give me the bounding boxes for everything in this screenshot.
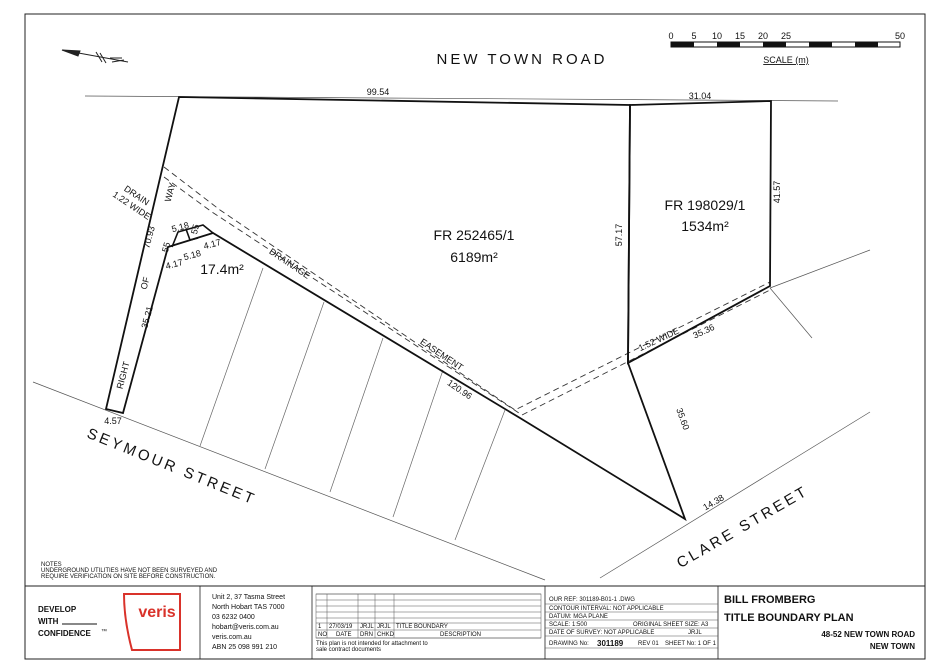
- dim-east-lot-west: 57.17: [614, 224, 624, 247]
- scale-tick-label: 50: [895, 31, 905, 41]
- info-our-ref: OUR REF: 301189-B01-1 .DWG: [549, 597, 635, 603]
- parcel-east-boundary: [627, 100, 772, 365]
- revision-table: [315, 593, 542, 639]
- road-name-west: SEYMOUR STREET: [85, 425, 259, 509]
- dim-easement-seg: 35.36: [691, 322, 716, 341]
- title-address: NEW TOWN: [870, 642, 915, 651]
- scale-bar: 0 5 10 15 20 25 50 SCALE (m): [668, 31, 905, 65]
- dim-small-b: 5.18: [182, 248, 202, 262]
- company-abn: ABN 25 098 991 210: [212, 644, 277, 651]
- scale-tick-label: 15: [735, 31, 745, 41]
- label-easement: EASEMENT: [418, 337, 465, 373]
- drainage-easement: [163, 166, 771, 416]
- scale-tick-label: 0: [668, 31, 673, 41]
- company-phone: 03 6232 0400: [212, 614, 255, 621]
- title-client: BILL FROMBERG: [724, 594, 815, 606]
- small-lot-boundary: [171, 224, 214, 248]
- revision-header-drn: DRN: [360, 632, 373, 638]
- slogan-line: DEVELOP: [38, 605, 77, 614]
- scale-tick-label: 10: [712, 31, 722, 41]
- info-survey-date: DATE OF SURVEY: NOT APPLICABLE: [549, 630, 654, 636]
- company-email[interactable]: hobart@veris.com.au: [212, 624, 279, 631]
- info-contour: CONTOUR INTERVAL: NOT APPLICABLE: [549, 606, 664, 612]
- sheet-border: [24, 13, 926, 660]
- revision-drn: JRJL: [360, 624, 374, 630]
- dim-se-side: 35.60: [674, 407, 691, 432]
- dim-small-e: 55: [160, 241, 172, 253]
- label-drainage: DRAINAGE: [267, 246, 312, 281]
- info-sheet-size: ORIGINAL SHEET SIZE: A3: [633, 622, 709, 628]
- company-website[interactable]: veris.com.au: [212, 634, 252, 641]
- disclaimer: sale contract documents: [316, 647, 381, 653]
- dim-clare-front: 14.38: [701, 492, 726, 512]
- company-address: Unit 2, 37 Tasma Street: [212, 594, 285, 601]
- revision-desc: TITLE BOUNDARY: [396, 624, 448, 630]
- lot-small-area: 17.4m²: [200, 261, 244, 277]
- label-wide-152: 1.52 WIDE: [637, 326, 681, 353]
- scale-tick-label: 20: [758, 31, 768, 41]
- revision-header-desc: DESCRIPTION: [440, 632, 481, 638]
- revision-chkd: JRJL: [377, 624, 391, 630]
- dim-seymour-front: 4.57: [104, 416, 122, 426]
- lot-main-id: FR 252465/1: [434, 227, 515, 243]
- title-address: 48-52 NEW TOWN ROAD: [821, 630, 915, 639]
- info-drawing-no: 301189: [597, 639, 624, 648]
- parcel-main-boundary: [104, 96, 687, 522]
- revision-header-chkd: CHKD: [377, 632, 395, 638]
- internal-lot-lines: [199, 267, 506, 541]
- scale-label: SCALE (m): [763, 55, 809, 65]
- notes: NOTES UNDERGROUND UTILITIES HAVE NOT BEE…: [41, 562, 218, 580]
- lot-east-area: 1534m²: [681, 218, 729, 234]
- label-of: OF: [139, 275, 152, 290]
- title-plan: TITLE BOUNDARY PLAN: [724, 612, 854, 624]
- disclaimer: This plan is not intended for attachment…: [316, 641, 428, 647]
- road-name-north: NEW TOWN ROAD: [437, 51, 608, 68]
- notes-title: NOTES: [41, 562, 62, 568]
- road-name-east: CLARE STREET: [674, 482, 812, 571]
- revision-header-no: NO: [318, 632, 327, 638]
- info-scale: SCALE: 1:500: [549, 622, 588, 628]
- notes-line: UNDERGROUND UTILITIES HAVE NOT BEEN SURV…: [41, 568, 218, 574]
- drawing-info-grid: [545, 603, 718, 649]
- info-sheet-no: SHEET No: 1 OF 1: [665, 641, 717, 647]
- dim-east-lot-east: 41.57: [772, 181, 782, 204]
- info-datum: DATUM: MGA PLANE: [549, 614, 608, 620]
- dim-small-c: 4.17: [164, 257, 184, 271]
- revision-date: 27/03/19: [329, 624, 353, 630]
- dim-row-upper: 70.93: [141, 225, 156, 249]
- info-rev: REV 01: [638, 641, 659, 647]
- dim-small-f: 55: [189, 223, 201, 235]
- scale-tick-label: 5: [691, 31, 696, 41]
- info-surveyor: JRJL: [688, 630, 702, 636]
- logo-text: veris: [138, 604, 175, 621]
- dim-small-a: 5.18: [170, 220, 190, 234]
- label-way: WAY: [163, 182, 178, 203]
- lot-east-id: FR 198029/1: [665, 197, 746, 213]
- revision-header-date: DATE: [336, 632, 352, 638]
- revision-no: 1: [318, 624, 322, 630]
- dim-north-main: 99.54: [367, 87, 390, 97]
- north-arrow-icon: [61, 49, 129, 64]
- road-reserve-lines: [32, 95, 871, 581]
- notes-line: REQUIRE VERIFICATION ON SITE BEFORE CONS…: [41, 574, 216, 580]
- veris-logo: veris: [122, 593, 181, 651]
- slogan-line: WITH: [38, 617, 59, 626]
- dim-north-east: 31.04: [689, 91, 712, 101]
- dim-row-lower: 35.21: [139, 305, 154, 329]
- slogan-line: CONFIDENCE: [38, 629, 92, 638]
- trademark: ™: [101, 628, 107, 635]
- lot-main-area: 6189m²: [450, 249, 498, 265]
- info-drawing-no-label: DRAWING No:: [549, 641, 589, 647]
- dim-small-d: 4.17: [202, 237, 222, 251]
- company-address: North Hobart TAS 7000: [212, 604, 285, 611]
- scale-tick-label: 25: [781, 31, 791, 41]
- title-block: DEVELOP WITH CONFIDENCE ™ veris Unit 2, …: [24, 585, 926, 660]
